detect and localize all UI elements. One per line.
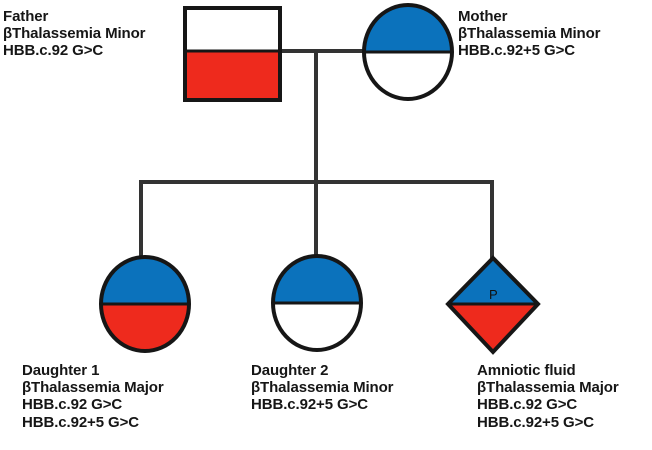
daughter-2-role: Daughter 2 xyxy=(251,362,329,379)
daughter-2-top-half xyxy=(273,256,361,303)
symbol-amniotic-fluid[interactable] xyxy=(445,255,541,355)
mother-top-half xyxy=(364,5,452,52)
symbol-mother[interactable] xyxy=(362,3,454,101)
father-diagnosis: βThalassemia Minor xyxy=(3,25,146,43)
mother-bottom-half xyxy=(364,52,452,99)
connection-lines xyxy=(139,49,494,262)
father-role: Father xyxy=(3,8,49,25)
daughter-1-top-half xyxy=(101,257,189,304)
mother-diagnosis: βThalassemia Minor xyxy=(458,25,601,43)
amniotic-fluid-outline xyxy=(445,255,541,355)
daughter-1-variant-1: HBB.c.92 G>C xyxy=(22,396,123,414)
father-bottom-half xyxy=(185,51,280,100)
mother-variant-1: HBB.c.92+5 G>C xyxy=(458,42,575,60)
father-top-half xyxy=(185,8,280,51)
amniotic-fluid-bottom-half xyxy=(448,304,538,352)
label-amniotic-fluid: Amniotic fluid βThalassemia Major HBB.c.… xyxy=(477,362,619,431)
daughter-1-outline xyxy=(99,255,191,353)
amniotic-fluid-top-half xyxy=(448,258,538,304)
daughter-1-role: Daughter 1 xyxy=(22,362,100,379)
daughter-2-outline xyxy=(271,254,363,352)
amniotic-fluid-diagnosis: βThalassemia Major xyxy=(477,379,619,397)
label-father: Father βThalassemia Minor HBB.c.92 G>C xyxy=(3,8,146,60)
symbol-daughter-2[interactable] xyxy=(271,254,363,352)
symbol-father[interactable] xyxy=(183,6,282,102)
daughter-1-diagnosis: βThalassemia Major xyxy=(22,379,164,397)
daughter-1-variant-2: HBB.c.92+5 G>C xyxy=(22,413,139,431)
amniotic-fluid-variant-2: HBB.c.92+5 G>C xyxy=(477,413,594,431)
daughter-2-diagnosis: βThalassemia Minor xyxy=(251,379,394,397)
label-daughter-1: Daughter 1 βThalassemia Major HBB.c.92 G… xyxy=(22,362,164,431)
mother-role: Mother xyxy=(458,8,508,25)
father-variant-1: HBB.c.92 G>C xyxy=(3,42,104,60)
father-outline xyxy=(183,6,282,102)
label-daughter-2: Daughter 2 βThalassemia Minor HBB.c.92+5… xyxy=(251,362,394,414)
proband-marker-p: P xyxy=(489,287,498,302)
daughter-2-bottom-half xyxy=(273,303,361,350)
mother-outline xyxy=(362,3,454,101)
daughter-2-variant-1: HBB.c.92+5 G>C xyxy=(251,396,368,414)
amniotic-fluid-role: Amniotic fluid xyxy=(477,362,576,379)
daughter-1-bottom-half xyxy=(101,304,189,351)
symbol-daughter-1[interactable] xyxy=(99,255,191,353)
label-mother: Mother βThalassemia Minor HBB.c.92+5 G>C xyxy=(458,8,601,60)
amniotic-fluid-variant-1: HBB.c.92 G>C xyxy=(477,396,578,414)
